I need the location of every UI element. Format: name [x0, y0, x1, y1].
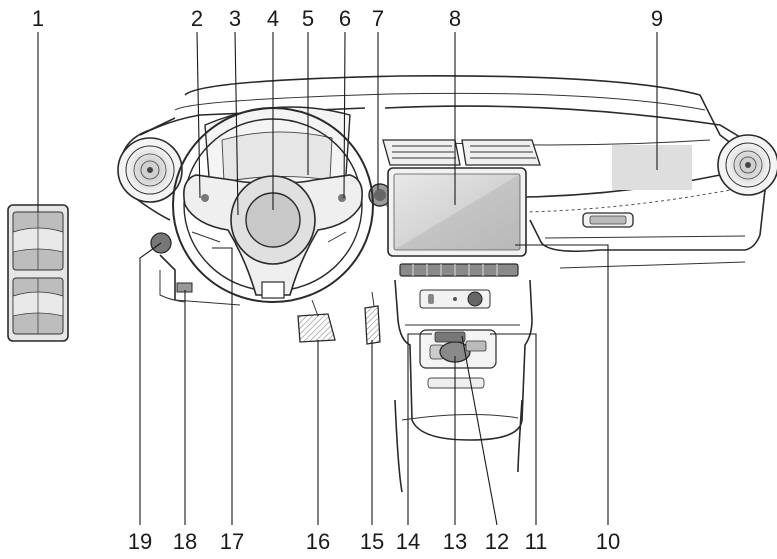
callout-19: 19 — [128, 529, 152, 554]
callout-4: 4 — [267, 6, 279, 31]
callout-15: 15 — [360, 529, 384, 554]
callout-2: 2 — [191, 6, 203, 31]
callout-3: 3 — [229, 6, 241, 31]
callout-9: 9 — [651, 6, 663, 31]
center-air-vents — [382, 139, 541, 166]
steering-wheel — [172, 107, 374, 303]
left-air-vent — [117, 137, 183, 203]
window-switch-panel — [7, 204, 69, 342]
climate-control-panel — [399, 263, 519, 277]
callout-14: 14 — [396, 529, 420, 554]
callout-13: 13 — [443, 529, 467, 554]
callout-16: 16 — [306, 529, 330, 554]
center-console — [394, 279, 533, 493]
leader-lines — [37, 31, 658, 526]
callout-5: 5 — [302, 6, 314, 31]
callout-11: 11 — [525, 529, 548, 554]
glovebox-handle — [582, 212, 634, 228]
start-stop-button — [368, 183, 392, 207]
callout-18: 18 — [173, 529, 197, 554]
callout-8: 8 — [449, 6, 461, 31]
callout-17: 17 — [220, 529, 244, 554]
passenger-airbag-label — [612, 145, 692, 190]
accelerator-pedal — [364, 291, 381, 345]
right-air-vent — [717, 134, 777, 196]
infotainment-screen — [387, 167, 527, 257]
callout-12: 12 — [485, 529, 509, 554]
brake-pedal — [297, 299, 336, 343]
callout-1: 1 — [32, 6, 44, 31]
callout-6: 6 — [339, 6, 351, 31]
callout-7: 7 — [372, 6, 384, 31]
callout-10: 10 — [596, 529, 620, 554]
